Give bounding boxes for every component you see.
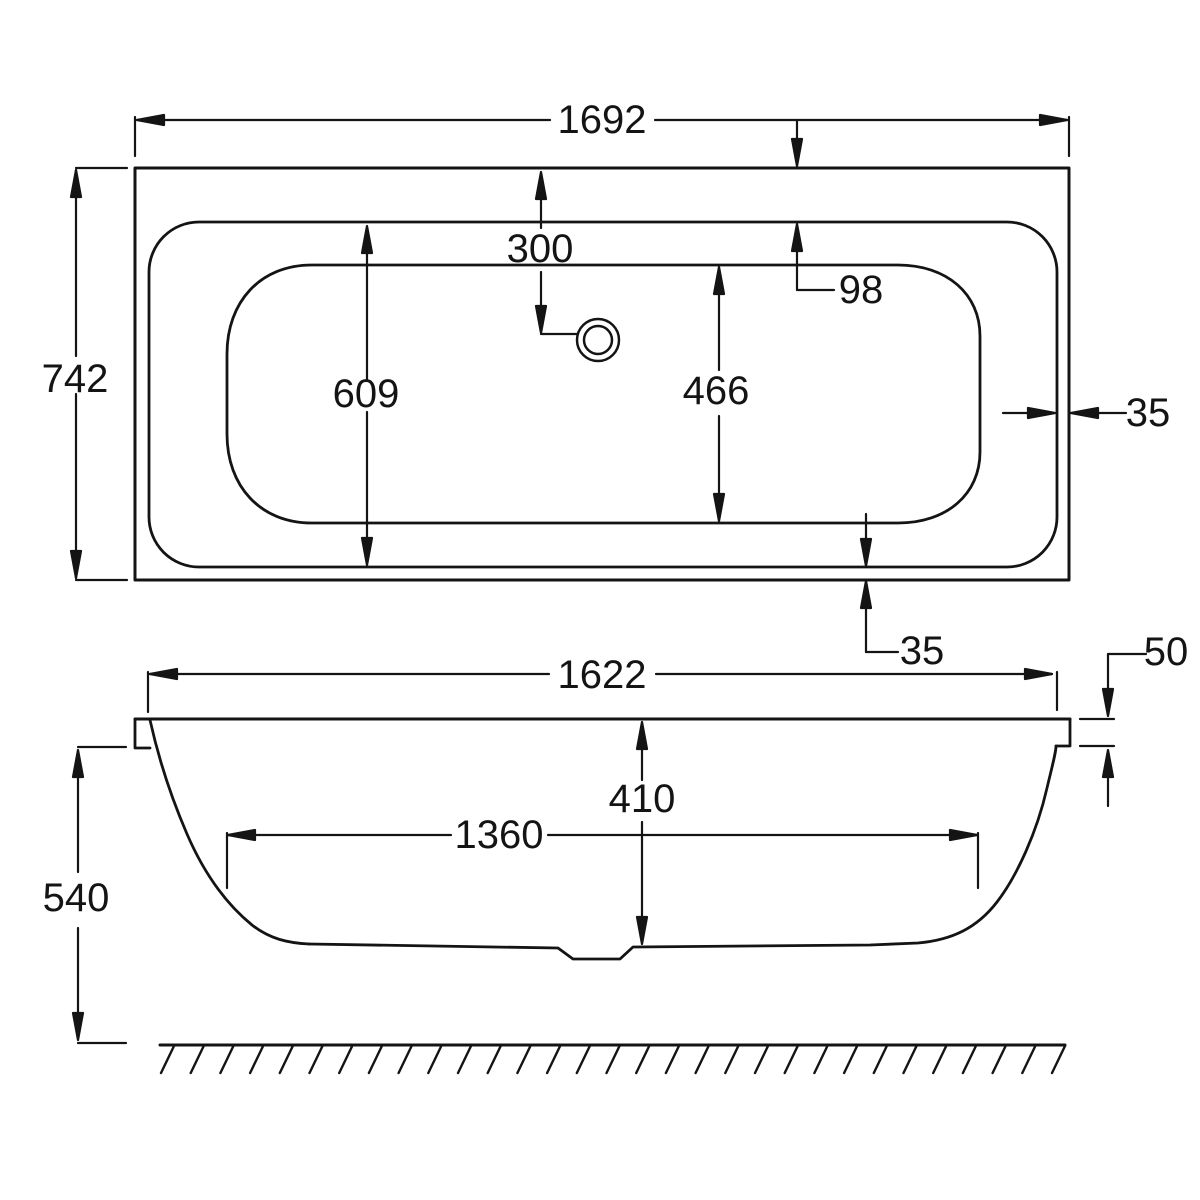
tub-bottom-and-right-wall-profile xyxy=(307,744,1058,961)
hatch-stroke xyxy=(872,1044,888,1075)
arrow-down-icon xyxy=(71,1011,85,1042)
arrow-down-icon xyxy=(69,549,83,580)
dim-head-rim xyxy=(790,118,836,292)
left-rim-lip xyxy=(133,717,152,750)
arrow-down-icon xyxy=(360,536,374,567)
dim-inner-width-head xyxy=(360,224,374,567)
hatch-stroke xyxy=(427,1044,443,1075)
dim-inner-depth xyxy=(635,720,649,946)
label-overall-length: 1692 xyxy=(558,98,647,142)
dim-rim-length xyxy=(146,667,1059,714)
hatch-stroke xyxy=(842,1044,859,1075)
dim-lip-drop xyxy=(1078,652,1148,808)
floor-hatch-marks xyxy=(159,1044,1067,1075)
label-inner-width-foot: 466 xyxy=(683,369,750,413)
arrow-up-icon xyxy=(1101,748,1115,779)
dim-inner-width-foot xyxy=(712,265,726,523)
arrow-left-icon xyxy=(1069,406,1100,420)
tub-outer-edge xyxy=(133,166,1071,582)
waste-drain-inner-circle xyxy=(582,324,614,356)
arrow-up-icon xyxy=(790,222,804,253)
hatch-stroke xyxy=(456,1044,473,1075)
dim-base-length xyxy=(225,828,980,890)
arrow-down-icon xyxy=(635,915,649,946)
hatch-stroke xyxy=(1050,1044,1067,1075)
label-base-length: 1360 xyxy=(455,813,544,857)
arrow-down-icon xyxy=(790,137,804,168)
tub-rim-inner-edge xyxy=(147,220,1059,569)
waste-drain-outer-circle xyxy=(575,317,621,363)
hatch-stroke xyxy=(575,1044,591,1075)
arrow-left-icon xyxy=(135,113,166,127)
arrow-right-icon xyxy=(1038,113,1069,127)
arrow-up-icon xyxy=(712,265,726,296)
hatch-stroke xyxy=(694,1044,710,1075)
hatch-stroke xyxy=(724,1044,740,1075)
arrow-up-icon xyxy=(360,224,374,255)
label-head-rim: 98 xyxy=(839,268,884,312)
arrow-up-icon xyxy=(534,170,548,201)
plan-view xyxy=(69,113,1128,654)
arrow-up-icon xyxy=(71,748,85,779)
label-inner-depth: 410 xyxy=(609,777,676,821)
arrow-left-icon xyxy=(226,828,257,842)
label-side-rim: 35 xyxy=(1126,391,1171,435)
hatch-stroke xyxy=(545,1044,562,1075)
hatch-stroke xyxy=(902,1044,918,1075)
arrow-down-icon xyxy=(859,537,873,568)
label-overall-width: 742 xyxy=(42,357,109,401)
hatch-stroke xyxy=(991,1044,1007,1075)
label-inner-width-head: 609 xyxy=(333,372,400,416)
label-foot-rim: 35 xyxy=(900,629,945,673)
hatch-stroke xyxy=(338,1044,354,1075)
hatch-stroke xyxy=(813,1044,829,1075)
tub-left-wall-profile xyxy=(148,718,311,946)
right-rim-lip xyxy=(1054,717,1072,748)
arrow-down-icon xyxy=(1101,687,1115,718)
hatch-stroke xyxy=(932,1044,948,1075)
arrow-right-icon xyxy=(948,828,979,842)
hatch-stroke xyxy=(367,1044,384,1075)
hatch-stroke xyxy=(664,1044,681,1075)
arrow-down-icon xyxy=(712,492,726,523)
label-rim-length: 1622 xyxy=(558,653,647,697)
hatch-stroke xyxy=(605,1044,621,1075)
profile-view xyxy=(71,652,1148,1075)
arrow-up-icon xyxy=(859,579,873,610)
dim-overall-height xyxy=(71,745,128,1045)
hatch-stroke xyxy=(753,1044,770,1075)
dim-overall-length xyxy=(133,113,1071,158)
hatch-stroke xyxy=(248,1044,265,1075)
arrow-down-icon xyxy=(534,304,548,335)
arrow-left-icon xyxy=(148,667,179,681)
dimension-labels: 1692 742 300 98 609 466 35 35 1622 50 41… xyxy=(42,98,1189,920)
dim-overall-width xyxy=(69,166,129,582)
hatch-stroke xyxy=(308,1044,324,1075)
hatch-stroke xyxy=(189,1044,205,1075)
hatch-stroke xyxy=(961,1044,978,1075)
hatch-stroke xyxy=(219,1044,235,1075)
hatch-stroke xyxy=(159,1044,176,1075)
hatch-stroke xyxy=(635,1044,651,1075)
dim-side-rim xyxy=(1001,406,1128,420)
tub-basin-edge xyxy=(225,263,982,525)
hatch-stroke xyxy=(516,1044,532,1075)
label-drain-distance: 300 xyxy=(507,227,574,271)
label-overall-height: 540 xyxy=(43,876,110,920)
dim-foot-rim xyxy=(859,512,900,654)
hatch-stroke xyxy=(1021,1044,1037,1075)
hatch-stroke xyxy=(278,1044,294,1075)
arrow-right-icon xyxy=(1026,406,1057,420)
arrow-up-icon xyxy=(69,168,83,199)
hatch-stroke xyxy=(397,1044,413,1075)
hatch-stroke xyxy=(486,1044,502,1075)
label-lip-drop: 50 xyxy=(1144,630,1189,674)
arrow-right-icon xyxy=(1023,667,1054,681)
dim-drain-distance xyxy=(534,170,580,336)
hatch-stroke xyxy=(783,1044,799,1075)
arrow-up-icon xyxy=(635,720,649,751)
